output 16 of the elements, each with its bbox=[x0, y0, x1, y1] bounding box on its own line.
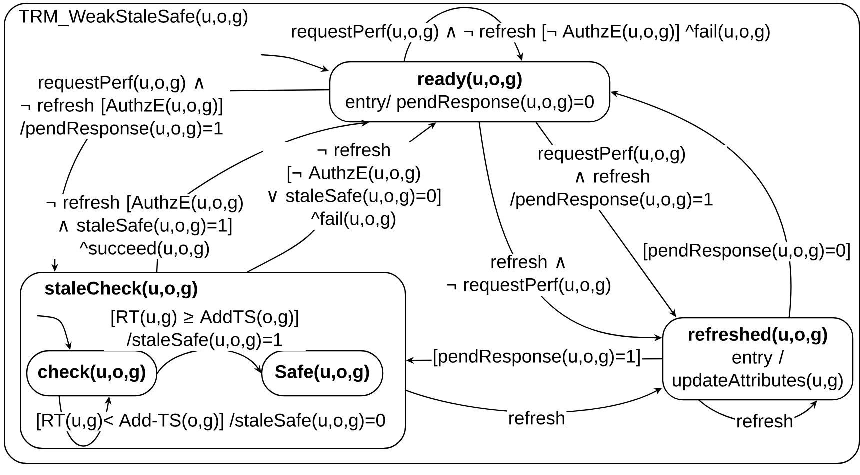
edge-label: requestPerf(u,o,g) ∧ ¬ refresh [AuthzE(u,o,g)] /pendResponse(u,o,g)=1 bbox=[14, 74, 230, 140]
edge-label: refresh bbox=[507, 410, 567, 426]
edge-label: [pendResponse(u,o,g)=0] bbox=[642, 242, 852, 262]
edge-label: [RT(u,g) ≥ AddTS(o,g)] /staleSafe(u,o,g)=1 bbox=[104, 308, 306, 352]
edge-label: refresh bbox=[735, 413, 795, 429]
edge-label: [RT(u,g)< Add-TS(o,g)] /staleSafe(u,o,g)=0 bbox=[35, 412, 388, 432]
edge-label: ¬ refresh [AuthzE(u,o,g) ∧ staleSafe(u,o,g)=1] ^succeed(u,o,g) bbox=[37, 194, 253, 260]
edge-label: requestPerf(u,o,g) ∧ refresh /pendResponse(u,o,g)=1 bbox=[497, 146, 727, 210]
state-box: check(u,o,g) bbox=[26, 350, 158, 397]
edge-label: ¬ refresh [¬ AuthzE(u,o,g) ∨ staleSafe(u,o,g)=0] ^fail(u,o,g) bbox=[263, 142, 445, 230]
edge-label: refresh ∧ ¬ requestPerf(u,o,g) bbox=[443, 254, 615, 296]
edge-label: [pendResponse(u,o,g)=1] bbox=[432, 348, 642, 368]
state-box: ready(u,o,g) entry/ pendResponse(u,o,g)=0 bbox=[329, 61, 611, 123]
state-box: Safe(u,o,g) bbox=[261, 350, 384, 397]
edge-label: requestPerf(u,o,g) ∧ ¬ refresh [¬ AuthzE(u,o,g)] ^fail(u,o,g) bbox=[290, 23, 772, 43]
state-box: refreshed(u,o,g) entry / updateAttributes(u,g) bbox=[662, 317, 854, 401]
